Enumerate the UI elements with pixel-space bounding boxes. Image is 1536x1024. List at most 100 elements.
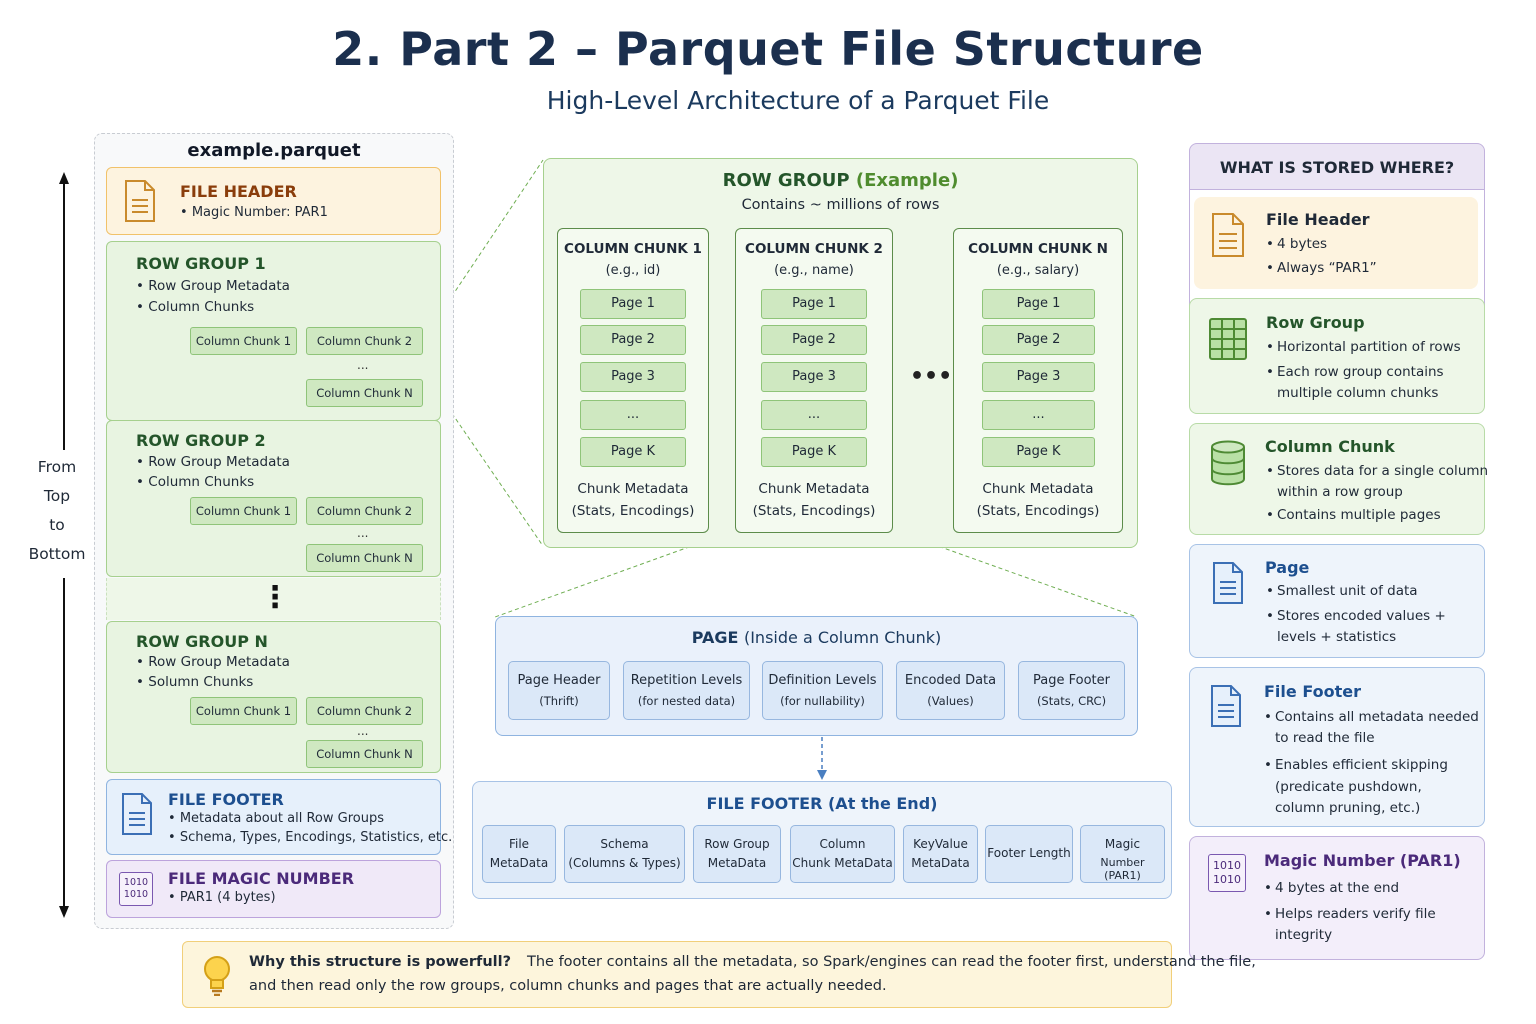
row-group-2-bullet-2: Column Chunks — [136, 474, 254, 490]
column-chunk-subtitle: (e.g., salary) — [996, 263, 1080, 278]
legend-title-file-footer: File Footer — [1264, 682, 1361, 701]
row-group-2-bullet-1: Row Group Metadata — [136, 454, 290, 470]
file-footer-icon — [122, 793, 152, 835]
legend-bullet: •4 bytes — [1266, 236, 1328, 252]
chunk-metadata-label: Chunk Metadata — [982, 481, 1094, 497]
page-subtitle: High-Level Architecture of a Parquet Fil… — [546, 86, 1050, 115]
legend-bullet: •Smallest unit of data — [1266, 583, 1418, 599]
row-group-gap — [106, 578, 441, 620]
page-title: 2. Part 2 – Parquet File Structure — [332, 22, 1204, 76]
page-chip: Page 1 — [761, 289, 867, 319]
page-icon — [1213, 562, 1243, 604]
legend-bullet: •Contains all metadata needed — [1264, 709, 1479, 725]
page-detail-title: PAGE (Inside a Column Chunk) — [691, 628, 942, 647]
document-icon — [1211, 685, 1241, 727]
row-group-vertical-dots: ⋮ — [260, 580, 290, 615]
legend-bullet: •Stores data for a single column — [1266, 463, 1489, 479]
chunk-metadata-label: Chunk Metadata — [577, 481, 689, 497]
row-group-2-title: ROW GROUP 2 — [136, 431, 266, 450]
page-chip: Page 2 — [580, 325, 686, 355]
chunk-metadata-detail: (Stats, Encodings) — [752, 503, 876, 519]
row-group-example-title: ROW GROUP (Example) — [722, 170, 959, 191]
legend-title-page: Page — [1265, 558, 1310, 577]
file-name: example.parquet — [187, 140, 361, 161]
file-footer-title: FILE FOOTER — [168, 790, 284, 809]
axis-label-to: to — [49, 516, 65, 534]
page-chip: Page 1 — [982, 289, 1095, 319]
legend-title-column-chunk: Column Chunk — [1265, 437, 1395, 456]
page-part-encoded-data: Encoded Data(Values) — [896, 661, 1005, 720]
row-group-n-title: ROW GROUP N — [136, 632, 268, 651]
document-icon — [1212, 213, 1244, 257]
legend-bullet: •Contains multiple pages — [1266, 507, 1441, 523]
row-group-1-title: ROW GROUP 1 — [136, 254, 266, 273]
column-chunk-2-box: COLUMN CHUNK 2 (e.g., name) Page 1 Page … — [735, 228, 893, 533]
callout-box — [182, 941, 1172, 1008]
legend-title-magic-number: Magic Number (PAR1) — [1264, 851, 1461, 870]
legend-bullet-cont: levels + statistics — [1277, 629, 1397, 645]
file-footer-bullet-1: Metadata about all Row Groups — [168, 811, 384, 826]
page-chip: Page 2 — [761, 325, 867, 355]
file-footer-detail-title: FILE FOOTER (At the End) — [706, 794, 938, 813]
row-group-n-bullet-2: Solumn Chunks — [136, 674, 253, 690]
page-chip: Page 1 — [580, 289, 686, 319]
page-chip: ... — [982, 400, 1095, 430]
callout-line-1: Why this structure is powerfull?The foot… — [249, 954, 1256, 970]
chunk-metadata-detail: (Stats, Encodings) — [976, 503, 1100, 519]
row-group-1-bullet-2: Column Chunks — [136, 299, 254, 315]
row-group-n-chunk-ellipsis: ... — [357, 724, 369, 738]
legend-bullet-cont: column pruning, etc.) — [1275, 800, 1421, 816]
row-group-2-chunk-n: Column Chunk N — [306, 544, 423, 572]
legend-header-frame — [1189, 189, 1485, 329]
row-group-1-chunk-ellipsis: ... — [357, 358, 369, 372]
page-chip: Page 3 — [580, 362, 686, 392]
magic-number-bullet: PAR1 (4 bytes) — [168, 890, 276, 905]
chunk-metadata-label: Chunk Metadata — [758, 481, 870, 497]
page-chip: Page K — [982, 437, 1095, 467]
legend-title-file-header: File Header — [1266, 210, 1370, 229]
page-chip: Page 2 — [982, 325, 1095, 355]
legend-bullet-cont: integrity — [1275, 927, 1333, 943]
page-chip: Page K — [580, 437, 686, 467]
legend-bullet: •Each row group contains — [1266, 364, 1444, 380]
legend-bullet: •Stores encoded values + — [1266, 608, 1446, 624]
page-part-definition-levels: Definition Levels(for nullability) — [762, 661, 883, 720]
chunk-metadata-detail: (Stats, Encodings) — [571, 503, 695, 519]
page-chip: Page 3 — [982, 362, 1095, 392]
lightbulb-icon — [204, 956, 230, 996]
magic-number-title: FILE MAGIC NUMBER — [168, 869, 355, 888]
axis-label-from: From — [37, 458, 77, 476]
row-group-1-chunk-n: Column Chunk N — [306, 379, 423, 407]
column-chunk-1-box: COLUMN CHUNK 1 (e.g., id) Page 1 Page 2 … — [557, 228, 709, 533]
page-part-header: Page Header(Thrift) — [508, 661, 610, 720]
row-group-2-chunk-1: Column Chunk 1 — [190, 497, 297, 525]
file-header-bullet: Magic Number: PAR1 — [180, 205, 328, 220]
row-group-1-chunk-2: Column Chunk 2 — [306, 327, 423, 355]
column-chunk-ellipsis: ••• — [910, 364, 953, 389]
column-chunk-subtitle: (e.g., id) — [605, 263, 661, 278]
file-header-title: FILE HEADER — [180, 182, 297, 201]
axis-label-top: Top — [43, 487, 71, 505]
magic-number-section — [106, 860, 441, 918]
legend-bullet-cont: (predicate pushdown, — [1275, 779, 1422, 795]
legend-header: WHAT IS STORED WHERE? — [1189, 143, 1485, 190]
row-group-n-chunk-1: Column Chunk 1 — [190, 697, 297, 725]
page-chip: Page 3 — [761, 362, 867, 392]
column-chunk-title: COLUMN CHUNK N — [968, 241, 1108, 257]
legend-bullet: •Enables efficient skipping — [1264, 757, 1448, 773]
legend-bullet-cont: to read the file — [1275, 730, 1375, 746]
row-group-n-chunk-n: Column Chunk N — [306, 740, 423, 768]
row-group-2-chunk-2: Column Chunk 2 — [306, 497, 423, 525]
row-group-2-chunk-ellipsis: ... — [357, 526, 369, 540]
page-part-repetition-levels: Repetition Levels(for nested data) — [623, 661, 750, 720]
file-header-icon — [125, 180, 155, 222]
page-chip: Page K — [761, 437, 867, 467]
legend-bullet: •Always “PAR1” — [1266, 260, 1377, 276]
legend-bullet: •4 bytes at the end — [1264, 880, 1400, 896]
